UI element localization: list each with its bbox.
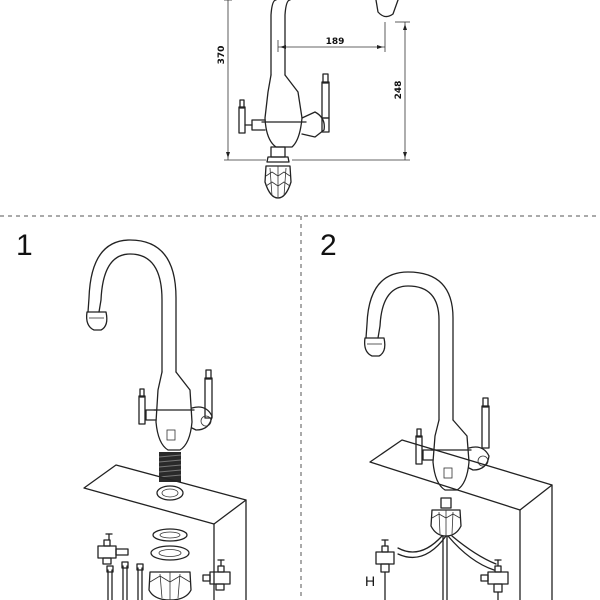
hot-water-label: H xyxy=(365,573,375,589)
step-1-panel: 1 xyxy=(16,229,247,600)
dimension-spout-height: 248 xyxy=(394,81,404,100)
step-1-number: 1 xyxy=(16,229,33,262)
dimension-reach: 189 xyxy=(326,37,345,47)
dimension-drawing: 370 189 248 xyxy=(217,0,410,199)
step-2-number: 2 xyxy=(320,229,337,262)
step-2-panel: 2 xyxy=(320,229,553,600)
panel-separators xyxy=(0,215,600,600)
dimension-height-total: 370 xyxy=(217,46,227,65)
